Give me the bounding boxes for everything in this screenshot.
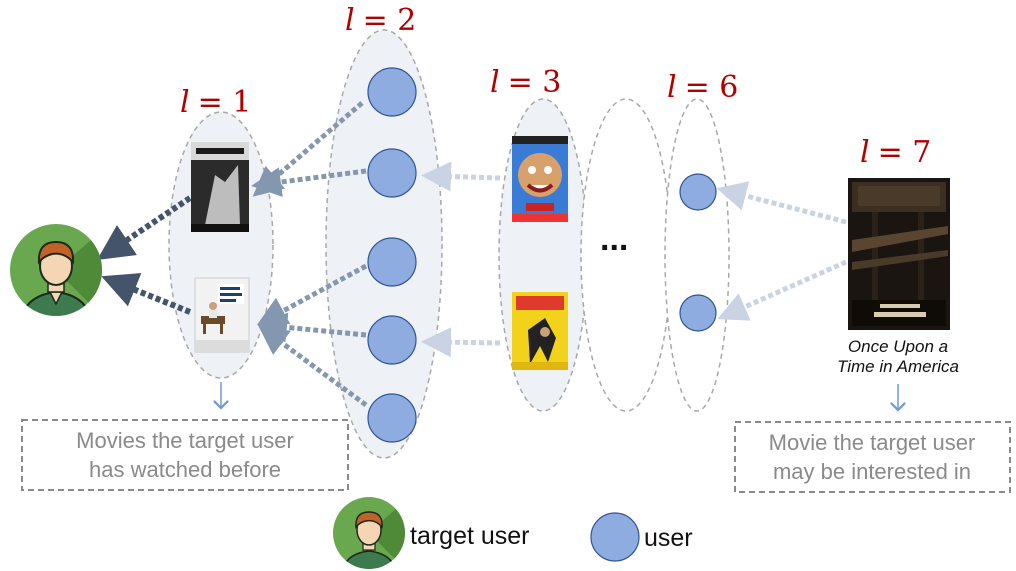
user-node [679,173,717,211]
legend-user-icon [590,512,640,562]
target-movie-title-line2: Time in America [837,357,959,376]
watched-box-line1: Movies the target user [76,428,294,453]
layer-label-6: l= 6 [667,70,738,105]
arrow-l1-bottom-to-target [101,273,192,315]
user-node [367,237,417,287]
arrow-l2-u5-to-l1-bottom [257,325,368,408]
user-node [367,315,417,365]
interested-movie-box: Movie the target user may be interested … [734,421,1011,493]
arrow-l2-u2-to-l1-top [251,167,367,197]
layer-labels: l= 1 l= 2 l= 3 l= 6 l= 7 [180,3,931,170]
legend-user-label: user [644,524,693,552]
movie-poster-forrest-gump [194,277,250,353]
user-nodes [367,67,717,443]
target-movie-title-line1: Once Upon a [848,337,948,356]
layer-6-ellipse [664,98,730,412]
user-node [367,67,417,117]
arrow-l7-to-l6-top [716,181,847,225]
arrow-l2-u3-to-l1-bottom [256,263,368,326]
ellipsis-dots: ... [600,220,628,258]
legend: target user user [333,497,693,569]
layer-label-7: l= 7 [860,135,931,170]
user-node [367,148,417,198]
layer-label-2: l= 2 [345,3,416,38]
layer-ellipses [168,29,730,459]
target-user-avatar-icon [10,224,102,316]
layer-label-1: l= 1 [180,85,251,120]
movie-poster-schindlers-list [191,142,249,232]
arrow-l3-bottom-to-l2 [421,327,501,358]
watched-box-line2: has watched before [89,457,281,482]
movie-poster-truman-show [512,136,568,222]
arrow-l7-to-l6-bottom [717,259,848,321]
propagation-arrows [97,101,848,408]
legend-target-user-label: target user [410,522,530,550]
movie-poster-ace-ventura [512,292,568,370]
user-node [679,294,717,332]
watched-movies-box: Movies the target user has watched befor… [21,419,349,491]
arrow-l3-top-to-l2 [421,161,501,192]
interested-box-line2: may be interested in [773,459,971,484]
legend-target-user-icon [333,497,405,569]
movie-poster-once-upon-a-time-in-america [848,178,950,330]
layer-label-3: l= 3 [490,65,561,100]
user-node [367,393,417,443]
interested-box-line1: Movie the target user [769,430,976,455]
